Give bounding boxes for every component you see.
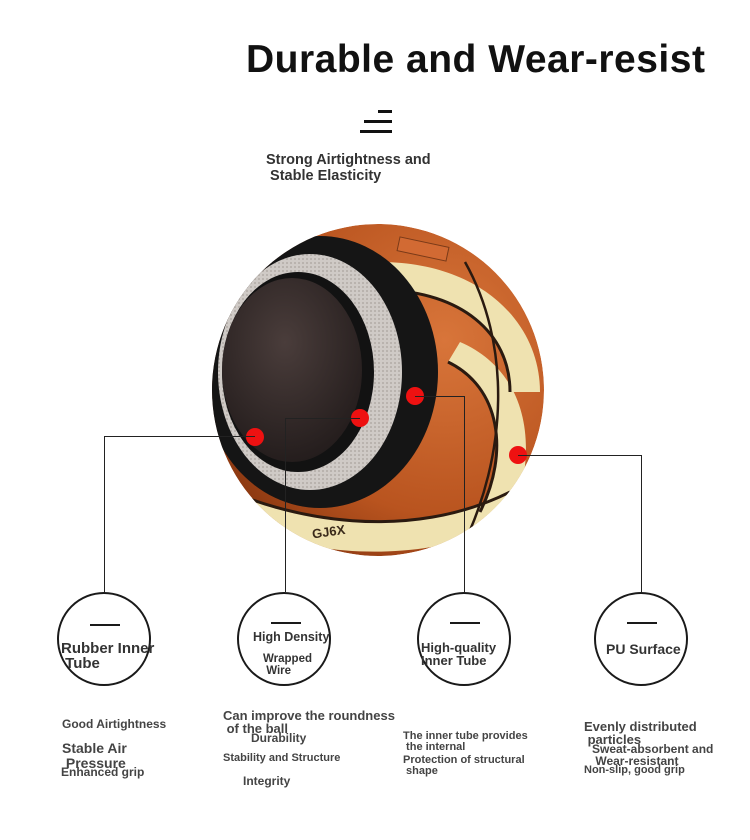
tube-desc-1: The inner tube provides the internal [403, 730, 528, 753]
connector-line [285, 418, 286, 592]
pu-desc-1: Evenly distributed particles [584, 719, 697, 747]
rubber-inner-tube [222, 278, 362, 462]
feature-label: PU Surface [606, 641, 681, 657]
dash-icon [271, 622, 301, 624]
pu-desc-2: Sweat-absorbent and Wear-resistant [592, 742, 714, 768]
rubber-desc-3: Enhanced grip [61, 765, 145, 779]
feature-pu-surface: PU Surface [594, 592, 688, 686]
feature-label: High Density [253, 630, 330, 644]
connector-line [518, 455, 641, 456]
connector-line [415, 396, 465, 397]
pu-desc-3: Non-slip, good grip [584, 764, 685, 776]
marker-wire-dot [351, 409, 369, 427]
feature-label: High-quality Inner Tube [421, 640, 497, 668]
connector-line [104, 436, 105, 592]
feature-label: Rubber Inner Tube [61, 640, 155, 672]
dash-icon [450, 622, 480, 624]
wire-desc-2: Durability [251, 731, 307, 745]
dash-icon [90, 624, 120, 626]
marker-rubber-dot [246, 428, 264, 446]
ball-brand-mark: GJ6X [311, 522, 346, 542]
page-title: Durable and Wear-resist [246, 38, 706, 81]
rubber-desc-2: Stable Air Pressure [62, 740, 127, 771]
feature-sublabel: Wrapped Wire [263, 653, 312, 677]
connector-line [104, 436, 255, 437]
feature-high-density-wire: High Density Wrapped Wire [237, 592, 331, 686]
subtitle: Strong Airtightness and Stable Elasticit… [266, 152, 431, 184]
wire-desc-3: Stability and Structure [223, 752, 341, 764]
feature-rubber-inner-tube: Rubber Inner Tube [57, 592, 155, 686]
basketball-illustration: GJ6X [210, 222, 546, 558]
feature-high-quality-inner-tube: High-quality Inner Tube [417, 592, 511, 686]
basketball-cutaway-svg: GJ6X [212, 224, 544, 556]
rubber-desc-1: Good Airtightness [62, 717, 167, 731]
menu-lines-icon [360, 110, 392, 134]
tube-desc-2: Protection of structural shape [403, 754, 525, 777]
connector-line [464, 396, 465, 592]
wire-desc-1: Can improve the roundness of the ball [223, 708, 395, 736]
connector-line [641, 455, 642, 592]
cream-panel [448, 342, 526, 522]
wire-desc-4: Integrity [243, 774, 291, 788]
dash-icon [627, 622, 657, 624]
connector-line [285, 418, 360, 419]
